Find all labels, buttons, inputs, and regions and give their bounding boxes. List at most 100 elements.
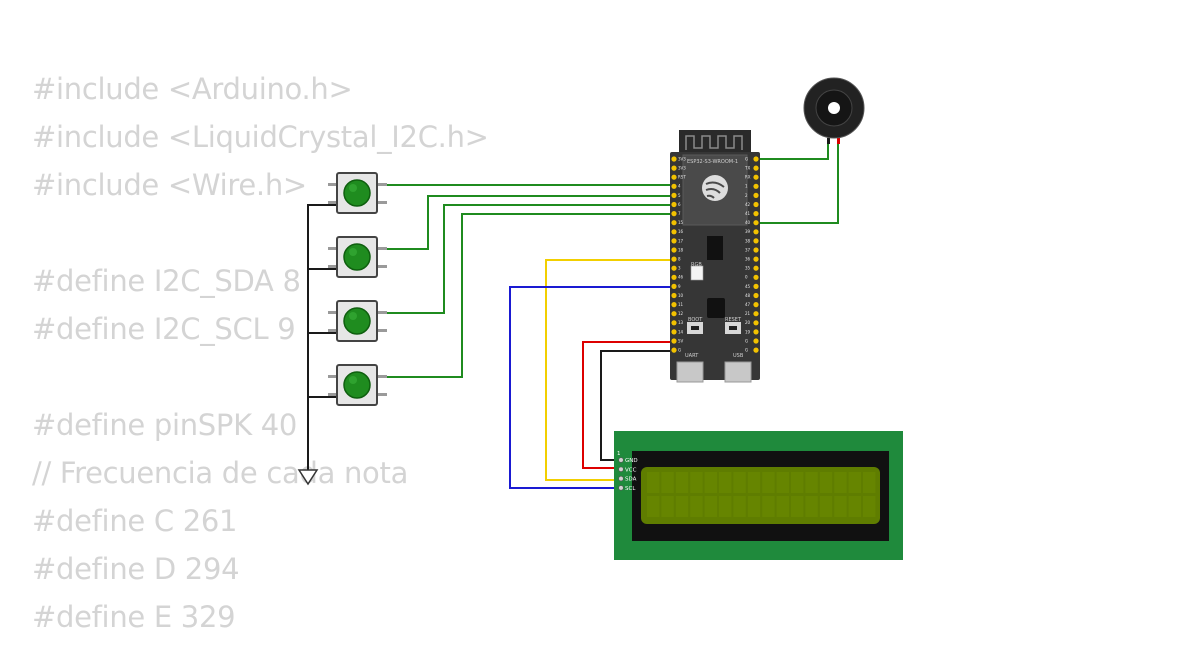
board-pin-right[interactable]: [753, 320, 759, 326]
lcd-pin[interactable]: [618, 476, 624, 482]
board-pin-right[interactable]: [753, 265, 759, 271]
wire-vcc: [582, 341, 674, 469]
pin-label: 3V3: [678, 166, 686, 171]
lcd-char-cell: [819, 472, 833, 493]
board-pin-left[interactable]: [671, 229, 677, 235]
board-pin-left[interactable]: [671, 329, 677, 335]
lcd-char-cell: [733, 472, 746, 493]
lcd-char-cell: [848, 472, 861, 493]
button-lead: [377, 265, 387, 268]
board-pin-right[interactable]: [753, 347, 759, 353]
board-pin-left[interactable]: [671, 338, 677, 344]
board-pin-right[interactable]: [753, 283, 759, 289]
boot-label: BOOT: [688, 317, 703, 323]
wire-scl: [509, 286, 674, 489]
lcd-char-cell: [791, 472, 804, 493]
board-pin-right[interactable]: [753, 302, 759, 308]
lcd-char-cell: [762, 496, 775, 517]
board-pin-right[interactable]: [753, 156, 759, 162]
button-lead: [328, 201, 338, 204]
pin-label: 3V3: [678, 156, 686, 161]
board-pin-left[interactable]: [671, 283, 677, 289]
button-lead: [328, 393, 338, 396]
usb-port[interactable]: [724, 361, 752, 383]
lcd-pin-label: SDA: [625, 477, 637, 483]
board-pin-left[interactable]: [671, 265, 677, 271]
board-pin-right[interactable]: [753, 311, 759, 317]
pin-label: 48: [745, 293, 751, 298]
board-pin-right[interactable]: [753, 201, 759, 208]
board-pin-right[interactable]: [753, 192, 759, 198]
code-line: // Frecuencia de cada nota: [32, 456, 409, 490]
board-pin-right[interactable]: [753, 292, 759, 299]
lcd-pin-label: VCC: [625, 467, 637, 473]
buzzer[interactable]: [803, 77, 865, 139]
button-cap[interactable]: [343, 307, 371, 335]
board-pin-left[interactable]: [671, 156, 677, 162]
pushbutton-2[interactable]: [328, 236, 387, 278]
pin-label: RX: [745, 175, 751, 180]
lcd-char-cell: [791, 496, 804, 517]
button-cap[interactable]: [343, 371, 371, 399]
lcd-char-cell: [661, 472, 674, 493]
pin-label: 0: [745, 275, 748, 280]
board-pin-left[interactable]: [671, 311, 677, 317]
board-pin-right[interactable]: [753, 183, 759, 189]
board-pin-left[interactable]: [671, 165, 677, 171]
board-pin-left[interactable]: [671, 220, 677, 226]
board-pin-left[interactable]: [671, 302, 677, 308]
board-pin-left[interactable]: [671, 320, 677, 326]
board-pin-right[interactable]: [753, 274, 759, 280]
board-pin-right[interactable]: [753, 238, 759, 244]
ground-rail: [297, 204, 337, 486]
buzzer-lead-neg: [827, 138, 830, 144]
board-pin-left[interactable]: [671, 174, 677, 180]
code-line: #define D 294: [32, 552, 240, 586]
lcd-char-cell: [661, 496, 674, 517]
board-pin-left[interactable]: [671, 201, 677, 208]
board-pin-left[interactable]: [671, 292, 677, 299]
pin-label: 16: [678, 229, 684, 234]
pin-label: 18: [678, 247, 684, 252]
board-pin-right[interactable]: [753, 338, 759, 344]
lcd-pin[interactable]: [618, 457, 624, 463]
button-cap[interactable]: [343, 243, 371, 271]
board-pin-right[interactable]: [753, 220, 759, 226]
board-pin-right[interactable]: [753, 229, 759, 235]
pin-label: 3: [678, 266, 681, 271]
uart-usb-port[interactable]: [676, 361, 704, 383]
pin-label: 40: [745, 220, 751, 225]
board-pin-right[interactable]: [753, 211, 759, 217]
button-cap[interactable]: [343, 179, 371, 207]
pin-label: 13: [678, 320, 684, 325]
lcd-char-cell: [776, 496, 789, 517]
board-pin-right[interactable]: [753, 256, 759, 262]
board-pin-left[interactable]: [671, 347, 677, 353]
boot-button-cap: [691, 326, 699, 330]
pushbutton-3[interactable]: [328, 300, 387, 342]
board-pin-right[interactable]: [753, 165, 759, 171]
board-pin-left[interactable]: [671, 192, 677, 198]
board-pin-left[interactable]: [671, 183, 677, 189]
board-pin-left[interactable]: [671, 256, 677, 262]
lcd-char-cell: [863, 472, 876, 493]
lcd-char-cell: [834, 496, 847, 517]
lcd-pin[interactable]: [618, 466, 624, 472]
board-pin-right[interactable]: [753, 329, 759, 335]
board-pin-left[interactable]: [671, 238, 677, 244]
lcd-pin[interactable]: [618, 485, 624, 491]
lcd-char-cell: [747, 472, 761, 493]
lcd-char-cell: [690, 496, 703, 517]
wire-btn2-gpio5: [377, 195, 674, 250]
pin-label: 9: [678, 284, 681, 289]
board-pin-left[interactable]: [671, 211, 677, 217]
pushbutton-4[interactable]: [328, 364, 387, 406]
board-pin-left[interactable]: [671, 247, 677, 253]
wires: [377, 138, 840, 489]
board-pin-right[interactable]: [753, 174, 759, 180]
module-label: ESP32-S3-WROOM-1: [687, 159, 738, 165]
board-pin-left[interactable]: [671, 274, 677, 280]
pushbutton-1[interactable]: [328, 172, 387, 214]
board-pin-right[interactable]: [753, 247, 759, 253]
